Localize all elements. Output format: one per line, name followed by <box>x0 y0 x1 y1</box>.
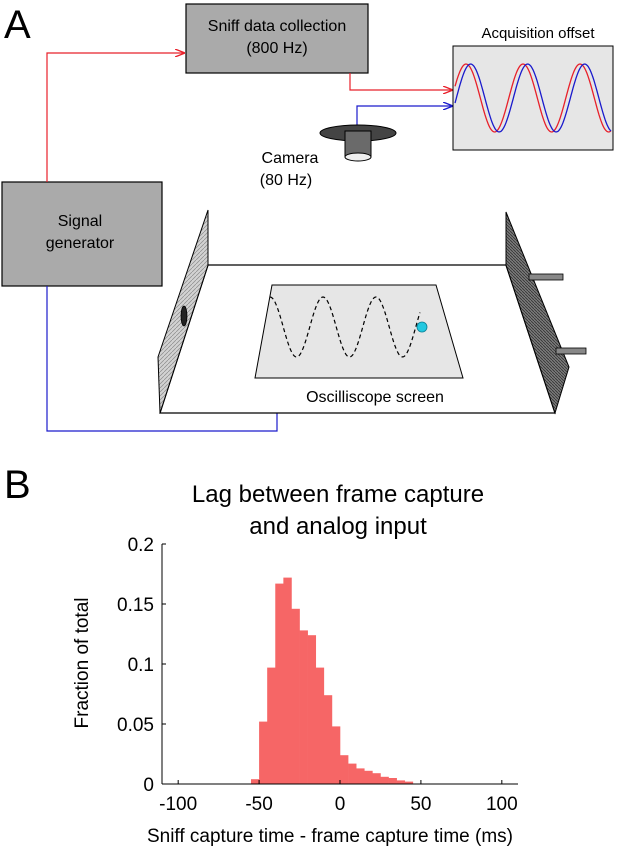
histogram-bar <box>348 763 357 784</box>
histogram-bars <box>251 577 414 784</box>
histogram-bar <box>291 608 300 784</box>
sniff-box-line1: Sniff data collection <box>208 18 346 35</box>
panel-b-label: B <box>4 463 31 507</box>
histogram-bar <box>396 780 406 784</box>
right-wall-port-upper <box>528 273 564 281</box>
x-tick-label: -100 <box>159 794 197 815</box>
y-tick-label: 0.05 <box>117 715 154 736</box>
x-tick-label: 50 <box>410 794 431 815</box>
acquisition-offset-panel <box>452 45 614 151</box>
signal-generator-box: Signal generator <box>1 181 163 287</box>
arena-right-wall <box>505 211 570 415</box>
camera-to-offset-path <box>356 106 452 128</box>
histogram-bar <box>380 776 389 784</box>
histogram-bar <box>364 770 373 784</box>
histogram-bar <box>388 778 397 784</box>
y-tick-label: 0.1 <box>128 655 154 676</box>
left-wall-port <box>180 305 188 327</box>
histogram-bar <box>331 726 341 784</box>
camera-label-line2: (80 Hz) <box>260 172 312 189</box>
y-tick-label: 0.2 <box>128 535 154 556</box>
right-wall-port-lower <box>555 347 587 355</box>
histogram-bar <box>323 695 333 784</box>
y-tick-label: 0.15 <box>117 595 154 616</box>
signal-box-line1: Signal <box>58 213 102 230</box>
y-axis-ticks: 0 0.05 0.1 0.15 0.2 <box>117 535 166 796</box>
histogram-bar <box>307 635 317 784</box>
oscilloscope-screen <box>254 284 464 379</box>
camera-icon <box>319 124 397 162</box>
x-tick-label: -50 <box>245 794 272 815</box>
y-axis-label: Fraction of total <box>72 598 93 729</box>
histogram-chart: -100 -50 0 50 100 0 0.05 0.1 0.15 0.2 <box>117 535 518 815</box>
sniff-signal-path <box>46 53 184 182</box>
x-axis-label: Sniff capture time - frame capture time … <box>147 826 513 847</box>
panel-a-label: A <box>4 3 31 47</box>
x-axis-ticks: -100 -50 0 50 100 <box>159 780 518 815</box>
histogram-bar <box>404 781 414 784</box>
camera-label-line1: Camera <box>262 150 319 167</box>
histogram-bar <box>315 667 325 784</box>
histogram-bar <box>283 577 292 784</box>
histogram-bar <box>356 768 365 784</box>
tracking-dot <box>416 321 428 333</box>
signal-box-line2: generator <box>46 235 115 252</box>
oscilloscope-trace <box>269 296 421 358</box>
sniff-to-offset-path <box>349 73 452 90</box>
x-tick-label: 0 <box>335 794 346 815</box>
acquisition-offset-label: Acquisition offset <box>481 25 595 42</box>
histogram-bar <box>372 773 381 784</box>
histogram-bar <box>340 755 349 784</box>
camera-sine-wave <box>454 63 612 133</box>
histogram-bar <box>267 667 276 784</box>
chart-title-line1: Lag between frame capture <box>192 481 484 508</box>
sniff-box-line2: (800 Hz) <box>246 40 307 57</box>
y-tick-label: 0 <box>143 775 154 796</box>
sniff-collection-box: Sniff data collection (800 Hz) <box>185 3 369 74</box>
histogram-bar <box>251 779 260 784</box>
sniff-sine-wave <box>454 63 612 133</box>
histogram-bar <box>299 630 308 784</box>
oscilloscope-label: Oscilliscope screen <box>306 389 444 406</box>
chart-title-line2: and analog input <box>249 513 427 540</box>
histogram-bar <box>275 583 284 784</box>
x-tick-label: 100 <box>486 794 518 815</box>
histogram-bar <box>259 721 268 784</box>
